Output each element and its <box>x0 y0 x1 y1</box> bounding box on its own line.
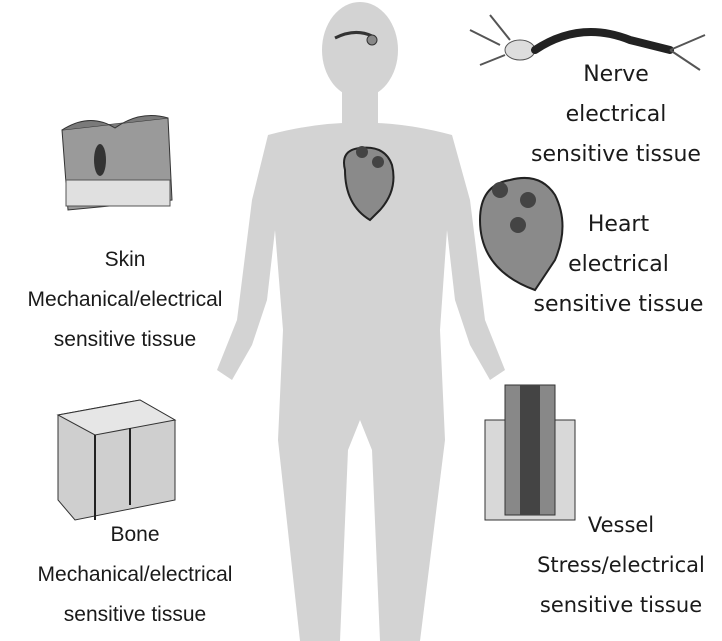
heart-label-line2: electrical <box>515 245 722 285</box>
bone-tissue-icon <box>58 400 175 520</box>
bone-label-line3: sensitive tissue <box>0 595 270 635</box>
nerve-label-line1: Nerve <box>510 55 722 95</box>
heart-label: Heart electrical sensitive tissue <box>515 205 722 325</box>
skin-label: Skin Mechanical/electrical sensitive tis… <box>0 240 250 360</box>
bone-label-line1: Bone <box>0 515 270 555</box>
skin-label-line1: Skin <box>0 240 250 280</box>
skin-label-line3: sensitive tissue <box>0 320 250 360</box>
nerve-label-line2: electrical <box>510 95 722 135</box>
bone-label-line2: Mechanical/electrical <box>0 555 270 595</box>
heart-label-line3: sensitive tissue <box>515 285 722 325</box>
vessel-icon <box>485 385 575 520</box>
nerve-label-line3: sensitive tissue <box>510 135 722 175</box>
heart-label-line1: Heart <box>515 205 722 245</box>
vessel-label-line2: Stress/electrical <box>520 545 722 585</box>
nerve-label: Nerve electrical sensitive tissue <box>510 55 722 175</box>
vessel-label: Vessel Stress/electrical sensitive tissu… <box>520 505 722 625</box>
bone-label: Bone Mechanical/electrical sensitive tis… <box>0 515 270 635</box>
vessel-label-line1: Vessel <box>520 505 722 545</box>
skin-label-line2: Mechanical/electrical <box>0 280 250 320</box>
skin-tissue-icon <box>62 116 172 210</box>
vessel-label-line3: sensitive tissue <box>520 585 722 625</box>
